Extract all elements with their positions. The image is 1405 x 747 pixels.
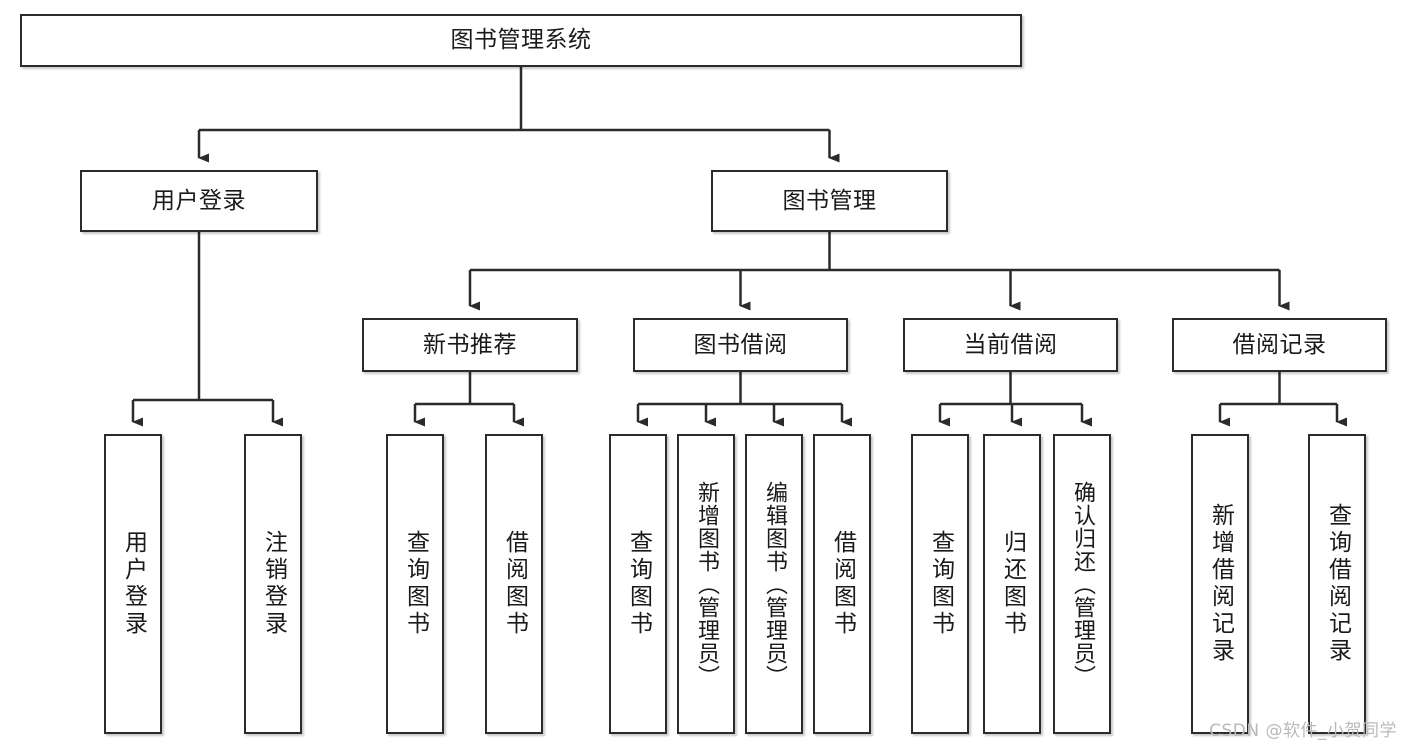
node-user-login-label: 用户登录 [152,187,246,214]
node-leaf-query-book-borrow[interactable]: 查询图书 [609,434,667,734]
node-leaf-user-login-label: 用户登录 [120,530,147,638]
node-borrow-records-label: 借阅记录 [1232,331,1327,358]
node-book-borrow-label: 图书借阅 [693,331,788,358]
node-book-management[interactable]: 图书管理 [711,170,948,232]
node-leaf-user-login[interactable]: 用户登录 [104,434,162,734]
node-leaf-logout[interactable]: 注销登录 [244,434,302,734]
node-leaf-add-record[interactable]: 新增借阅记录 [1191,434,1249,734]
node-leaf-query-record[interactable]: 查询借阅记录 [1308,434,1366,734]
node-root-label: 图书管理系统 [450,27,592,54]
node-leaf-return-book-label: 归还图书 [999,530,1026,638]
node-leaf-query-book-borrow-label: 查询图书 [625,530,652,638]
node-leaf-confirm-return-label: 确认归还（管理员） [1070,480,1095,688]
node-root[interactable]: 图书管理系统 [20,14,1022,67]
node-leaf-edit-book-label: 编辑图书（管理员） [762,480,787,688]
watermark-text: CSDN @软件_小贺同学 [1209,721,1397,741]
node-leaf-edit-book[interactable]: 编辑图书（管理员） [745,434,803,734]
node-new-book-recommend[interactable]: 新书推荐 [362,318,578,372]
node-leaf-borrow-book[interactable]: 借阅图书 [813,434,871,734]
node-leaf-add-record-label: 新增借阅记录 [1207,503,1234,665]
node-leaf-query-book-current-label: 查询图书 [927,530,954,638]
node-leaf-add-book[interactable]: 新增图书（管理员） [677,434,735,734]
node-borrow-records[interactable]: 借阅记录 [1172,318,1387,372]
node-current-borrow-label: 当前借阅 [963,331,1058,358]
node-leaf-confirm-return[interactable]: 确认归还（管理员） [1053,434,1111,734]
node-leaf-return-book[interactable]: 归还图书 [983,434,1041,734]
node-book-borrow[interactable]: 图书借阅 [633,318,848,372]
node-new-book-recommend-label: 新书推荐 [423,331,517,358]
node-leaf-query-record-label: 查询借阅记录 [1324,503,1351,665]
node-leaf-borrow-book-recommend-label: 借阅图书 [501,530,528,638]
node-leaf-borrow-book-label: 借阅图书 [829,530,856,638]
node-leaf-query-book-recommend[interactable]: 查询图书 [386,434,444,734]
node-leaf-query-book-recommend-label: 查询图书 [402,530,429,638]
node-book-management-label: 图书管理 [782,187,877,214]
node-leaf-add-book-label: 新增图书（管理员） [694,480,719,688]
node-user-login[interactable]: 用户登录 [80,170,318,232]
node-leaf-query-book-current[interactable]: 查询图书 [911,434,969,734]
node-leaf-borrow-book-recommend[interactable]: 借阅图书 [485,434,543,734]
node-leaf-logout-label: 注销登录 [260,530,287,638]
node-current-borrow[interactable]: 当前借阅 [903,318,1118,372]
